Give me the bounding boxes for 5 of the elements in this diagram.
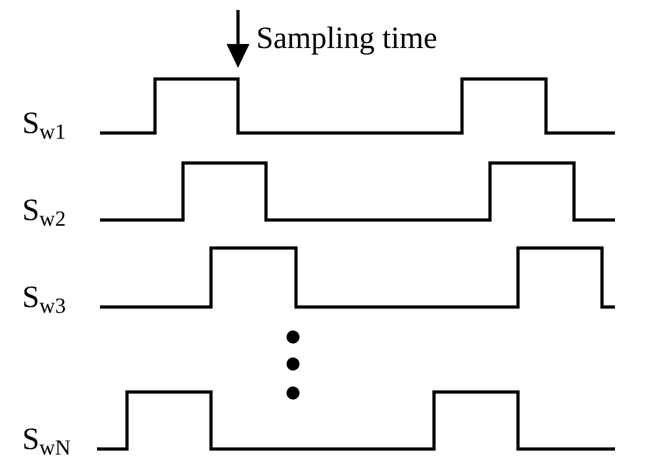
signal-label: S$_{w2}$ [24,200,65,226]
signal-label: S$_{w1}$ [24,112,64,139]
signal-label: S$_{wN}$ [24,428,70,455]
annotation-text: Sampling time [258,26,436,55]
signal-label: S$_{w3}$ [24,286,65,313]
